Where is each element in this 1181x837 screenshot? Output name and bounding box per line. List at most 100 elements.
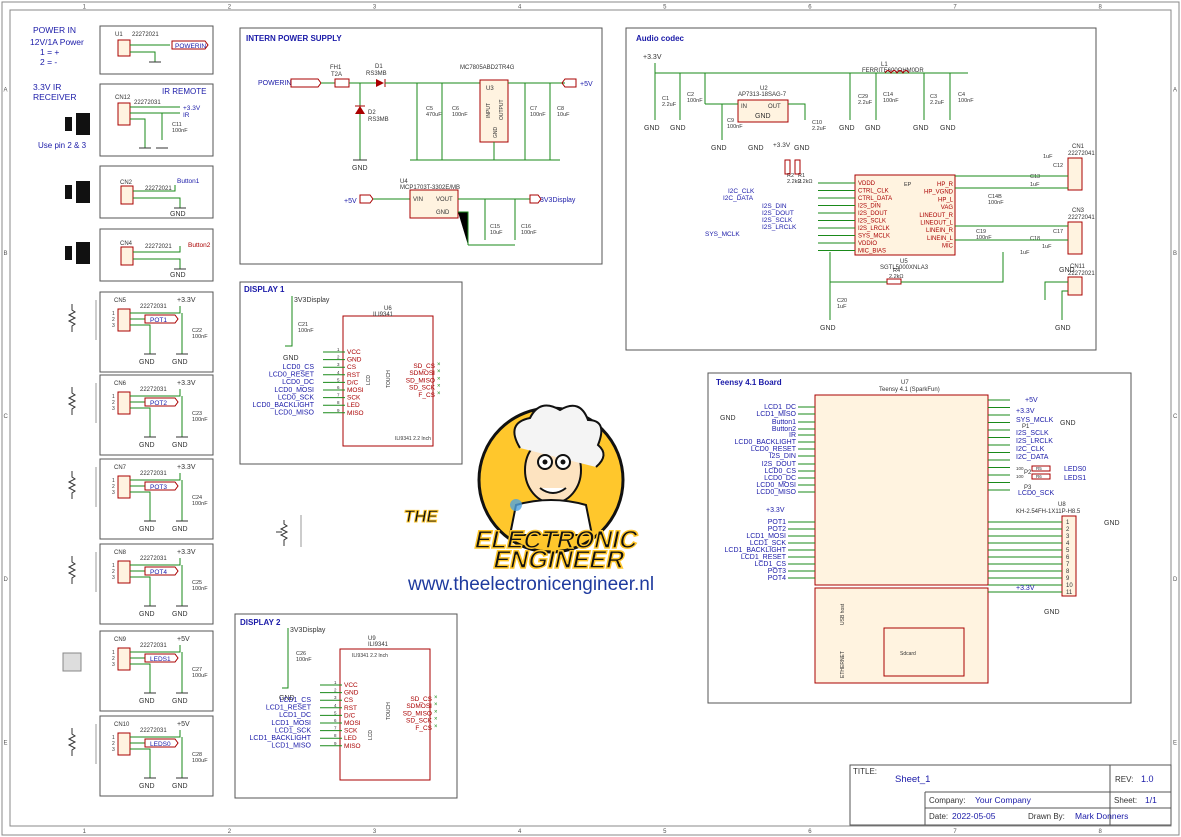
potentiometer-symbol <box>276 515 302 547</box>
teensy-net-right: I2C_CLK <box>1016 446 1045 453</box>
display2-title: DISPLAY 2 <box>240 618 281 627</box>
gnd-label: GND <box>172 783 188 790</box>
net-label-frame <box>144 653 179 663</box>
connector-body <box>117 647 131 671</box>
svg-text:10uF: 10uF <box>490 230 503 236</box>
teensy-net-left: POT4 <box>768 575 786 582</box>
codec-pin-left: CTRL_CLK <box>858 189 889 195</box>
touch-pin: F_CS <box>415 725 432 732</box>
svg-text:+5V: +5V <box>580 81 593 88</box>
pot-label-strip <box>95 467 97 507</box>
teensy-net-left: POT1 <box>768 519 786 526</box>
svg-text:2 = -: 2 = - <box>40 57 57 67</box>
pin-number: 1 <box>337 347 340 352</box>
row-label: C <box>1173 414 1178 420</box>
codec-pin-left: I2S_DIN <box>858 204 881 210</box>
logo: THE ELECTRONIC ENGINEER www.theelectroni… <box>402 404 654 595</box>
power-supply-title: INTERN POWER SUPPLY <box>246 34 342 43</box>
connector-body <box>117 475 131 499</box>
svg-text:THE: THE <box>402 506 439 526</box>
codec-pin-right: LINEIN_R <box>926 228 954 234</box>
power-in-block: POWER IN 12V/1A Power 1 = + 2 = - U1 222… <box>30 25 214 75</box>
display1-pins: VCC1GND2CS3RST4D/C5MOSI6SCK7LED8MISO9LCD… <box>253 347 441 417</box>
col-label: 7 <box>953 5 957 11</box>
svg-text:3V3Display: 3V3Display <box>290 627 326 634</box>
svg-text:GND: GND <box>794 145 810 152</box>
svg-text:C12: C12 <box>1053 163 1063 169</box>
col-label: 3 <box>373 829 377 835</box>
svg-text:P3: P3 <box>1024 485 1032 491</box>
pin-number: 7 <box>337 393 340 398</box>
svg-text:1 = +: 1 = + <box>40 47 59 57</box>
teensy-net-left: I2S_DIN <box>770 453 796 460</box>
svg-text:P1: P1 <box>1022 424 1030 430</box>
teensy-net-left: LCD0_RESET <box>751 446 797 453</box>
gnd-label: GND <box>139 359 155 366</box>
header-pin-number: 6 <box>1066 555 1070 561</box>
vcc-label: +3.3V <box>177 380 196 387</box>
pot3-frame <box>99 458 214 540</box>
lcd-pin: VCC <box>347 349 361 356</box>
svg-text:100nF: 100nF <box>883 98 899 104</box>
pin-number: 1 <box>112 735 115 741</box>
vcc-label: +5V <box>177 636 190 643</box>
gnd-label: GND <box>139 526 155 533</box>
svg-text:+3.3V: +3.3V <box>766 507 785 514</box>
svg-text:R5: R5 <box>1036 466 1042 471</box>
svg-text:GND: GND <box>352 165 368 172</box>
col-label: 6 <box>808 5 812 11</box>
audio-codec-block: Audio codec +3.3V L1 FERRITE600OHM0DR C1… <box>625 27 1097 351</box>
row-label: D <box>1173 577 1178 583</box>
connector-part: 22272031 <box>140 643 167 649</box>
svg-text:1uF: 1uF <box>1043 154 1053 160</box>
svg-text:R4: R4 <box>893 268 900 274</box>
teensy-net-left: LCD1_DC <box>764 404 796 411</box>
svg-text:100nF: 100nF <box>687 98 703 104</box>
pin-number: 2 <box>112 317 115 323</box>
svg-text:RS3MB: RS3MB <box>366 71 387 77</box>
pin-number: 1 <box>112 394 115 400</box>
svg-text:2.2uF: 2.2uF <box>812 126 827 132</box>
svg-text:C19: C19 <box>976 229 986 235</box>
pin-number: 3 <box>334 695 337 700</box>
codec-pin-right: HP_VGND <box>924 190 954 196</box>
pin-number: 5 <box>337 377 340 382</box>
connector-ref: CN10 <box>114 722 130 728</box>
codec-pin-right: VAG <box>941 205 954 211</box>
header-pin-number: 10 <box>1066 583 1073 589</box>
svg-text:SGTL5000XNLA3: SGTL5000XNLA3 <box>880 265 929 271</box>
lcd-net-label: LCD0_MOSI <box>274 387 314 394</box>
svg-text:R6: R6 <box>1036 474 1042 479</box>
svg-text:+3.3V: +3.3V <box>773 142 791 149</box>
svg-text:C21: C21 <box>298 322 308 328</box>
svg-text:1uF: 1uF <box>837 304 847 310</box>
pin-number: 3 <box>337 362 340 367</box>
svg-text:Sheet:: Sheet: <box>1114 796 1137 805</box>
svg-text:U2: U2 <box>760 86 768 92</box>
header-pin-number: 7 <box>1066 562 1070 568</box>
svg-text:TOUCH: TOUCH <box>386 702 392 720</box>
svg-text:KH-2.54FH-1X11P-H8.5: KH-2.54FH-1X11P-H8.5 <box>1016 509 1081 515</box>
svg-text:GND: GND <box>670 125 686 132</box>
potentiometer-icon <box>67 387 77 415</box>
touch-pin: SD_MISO <box>406 377 435 384</box>
svg-text:C10: C10 <box>812 120 822 126</box>
svg-text:GND: GND <box>170 272 186 279</box>
svg-text:VIN: VIN <box>413 197 423 203</box>
svg-text:C13: C13 <box>1030 174 1040 180</box>
svg-text:Date:: Date: <box>929 812 948 821</box>
net-label: POT3 <box>150 484 167 491</box>
lcd-pin: D/C <box>347 379 359 386</box>
svg-text:GND: GND <box>436 210 450 216</box>
vcc-label: +3.3V <box>177 297 196 304</box>
pin-number: 1 <box>334 680 337 685</box>
led-connector-icon <box>62 652 82 672</box>
svg-text:ELECTRONIC: ELECTRONIC <box>472 526 640 554</box>
svg-text:12V/1A Power: 12V/1A Power <box>30 37 84 47</box>
svg-text:GND: GND <box>644 125 660 132</box>
svg-text:CN2: CN2 <box>120 180 133 186</box>
pin-number: 1 <box>112 650 115 656</box>
teensy-net-right: I2S_SCLK <box>1016 430 1049 437</box>
teensy-net-left: POT2 <box>768 526 786 533</box>
